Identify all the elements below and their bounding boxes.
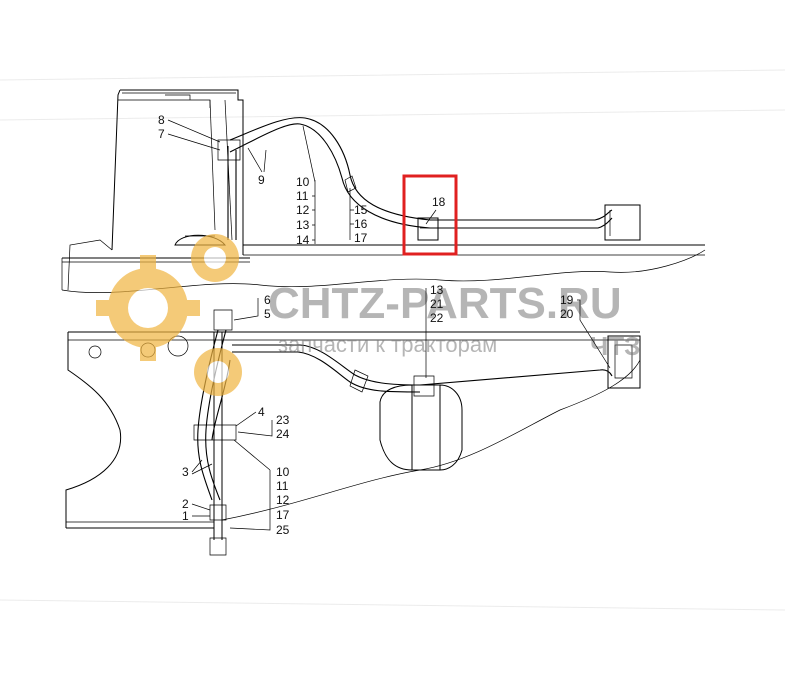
- callout-b12: 12: [276, 493, 290, 507]
- callout-b11: 11: [276, 479, 289, 493]
- callout-top-13: 13: [296, 218, 310, 232]
- callout-top-10: 10: [296, 175, 310, 189]
- callout-4: 4: [258, 405, 265, 419]
- callout-b10: 10: [276, 465, 290, 479]
- callout-top-14: 14: [296, 233, 310, 247]
- watermark-subtitle: запчасти к тракторам: [278, 332, 497, 357]
- callout-25: 25: [276, 523, 290, 537]
- callout-3: 3: [182, 465, 189, 479]
- callout-6: 6: [264, 293, 271, 307]
- callout-5: 5: [264, 307, 271, 321]
- callout-22: 22: [430, 311, 444, 325]
- watermark-brand: ЧТЗ: [590, 331, 640, 361]
- callout-18: 18: [432, 195, 446, 209]
- watermark: CHTZ-PARTS.RU запчасти к тракторам ЧТЗ: [96, 234, 640, 396]
- callout-19: 19: [560, 293, 574, 307]
- callout-r13: 13: [430, 283, 444, 297]
- upper-pipes: [217, 117, 641, 241]
- callout-23: 23: [276, 413, 290, 427]
- highlight-box: [402, 174, 458, 256]
- callout-20: 20: [560, 307, 574, 321]
- callout-24: 24: [276, 427, 290, 441]
- callout-15: 15: [354, 203, 368, 217]
- callout-7: 7: [158, 127, 165, 141]
- lower-callouts: 6 5 13 21 22 19 20 4 23 24 3 10 11 12 17…: [182, 283, 611, 537]
- gear-icon: [96, 234, 242, 396]
- callout-16: 16: [354, 217, 368, 231]
- callout-top-11: 11: [296, 189, 309, 203]
- callout-1: 1: [182, 509, 189, 523]
- callout-b17: 17: [276, 508, 290, 522]
- callout-2: 2: [182, 497, 189, 511]
- callout-9: 9: [258, 173, 265, 187]
- callout-top-12: 12: [296, 203, 310, 217]
- lower-frame: [65, 331, 641, 540]
- background-noise: [0, 69, 785, 611]
- callout-17: 17: [354, 231, 368, 245]
- callout-8: 8: [158, 113, 165, 127]
- watermark-title: CHTZ-PARTS.RU: [268, 279, 622, 328]
- callout-21: 21: [430, 297, 444, 311]
- upper-callouts: 8 7 9 10 11 12 13 14 15 16 17 18: [158, 113, 458, 256]
